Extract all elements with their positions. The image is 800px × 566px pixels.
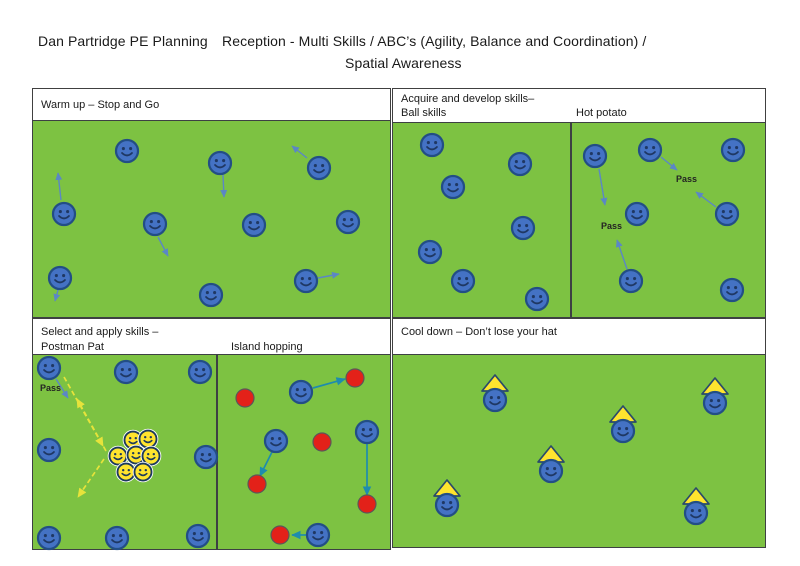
pass-label: Pass [40,383,62,393]
lesson-subtitle: Spatial Awareness [345,55,462,71]
hot-potato-label: Hot potato [576,107,627,119]
select-field [32,354,391,550]
ball-hotpotato-divider [570,123,572,317]
lesson-title: Reception - Multi Skills / ABC’s (Agilit… [222,33,647,49]
author-title: Dan Partridge PE Planning [38,33,208,49]
pass-label: Pass [676,174,698,184]
postman-pat-label: Postman Pat [41,341,104,353]
island-hopping-label: Island hopping [231,341,303,353]
warmup-field [32,120,391,318]
cooldown-header-label: Cool down – Don’t lose your hat [401,326,557,338]
warmup-header: Warm up – Stop and Go [32,88,391,121]
acquire-header-label: Acquire and develop skills– [401,93,535,105]
select-header: Select and apply skills – Postman Pat Is… [32,318,391,355]
cooldown-header: Cool down – Don’t lose your hat [392,318,766,355]
postman-island-divider [216,355,218,549]
warmup-header-label: Warm up – Stop and Go [41,99,160,111]
acquire-header: Acquire and develop skills– Ball skills … [392,88,766,123]
ball-skills-label: Ball skills [401,107,447,119]
pass-label: Pass [601,221,623,231]
select-header-label: Select and apply skills – [41,326,159,338]
cooldown-field [392,354,766,548]
acquire-field [392,122,766,318]
